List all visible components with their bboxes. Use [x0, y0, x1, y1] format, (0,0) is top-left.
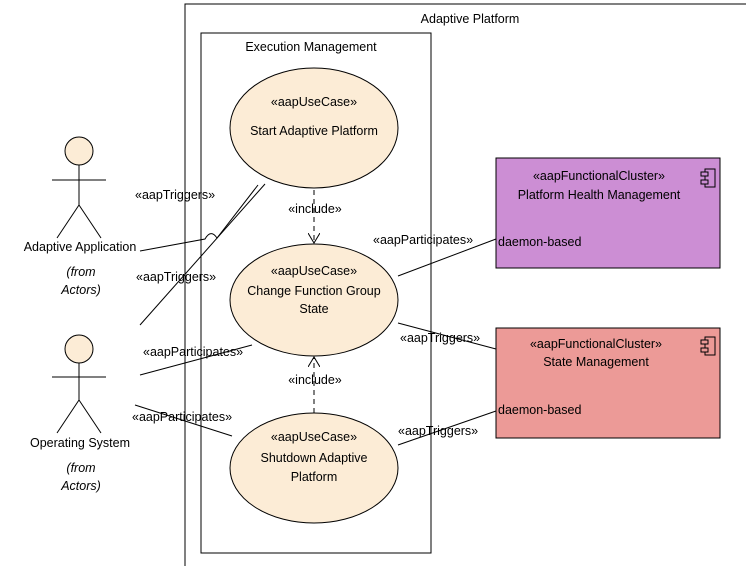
sm-triggers-label-1: «aapTriggers»	[400, 331, 480, 345]
use-case-shutdown-label-1: Shutdown Adaptive	[260, 451, 367, 465]
include-label-2: «include»	[288, 373, 342, 387]
sm-triggers-line-1	[397, 322, 497, 350]
use-case-change-stereotype: «aapUseCase»	[271, 264, 357, 278]
component-sm-property: daemon-based	[498, 403, 581, 417]
os-triggers-line	[139, 183, 266, 326]
component-phm-property: daemon-based	[498, 235, 581, 249]
use-case-change-label-2: State	[299, 302, 328, 316]
component-phm-name: Platform Health Management	[518, 188, 681, 202]
subsystem-label: Execution Management	[245, 40, 377, 54]
use-case-change-label-1: Change Function Group	[247, 284, 380, 298]
os-participates-line-1	[139, 344, 253, 376]
include-label-1: «include»	[288, 202, 342, 216]
component-state-management[interactable]: «aapFunctionalCluster» State Management …	[495, 327, 721, 439]
connectors	[134, 183, 497, 446]
component-icon	[700, 168, 716, 188]
actor-adaptive-application[interactable]: Adaptive Application (from Actors)	[24, 136, 137, 297]
sm-triggers-line-2	[397, 410, 497, 446]
os-participates-line-2	[134, 404, 233, 437]
phm-participates-line	[397, 238, 497, 277]
component-phm-box	[495, 157, 721, 269]
system-boundary: Adaptive Platform	[184, 3, 746, 566]
use-case-start[interactable]: «aapUseCase» Start Adaptive Platform	[229, 67, 399, 189]
use-case-shutdown-label-2: Platform	[291, 470, 338, 484]
component-sm-name: State Management	[543, 355, 649, 369]
subsystem-boundary: Execution Management	[200, 32, 432, 554]
actor-head-icon	[64, 136, 94, 166]
actor-operating-system-from: (from	[66, 461, 95, 475]
actor-operating-system[interactable]: Operating System (from Actors)	[30, 334, 130, 493]
actor-head-icon	[64, 334, 94, 364]
component-sm-box	[495, 327, 721, 439]
os-triggers-label: «aapTriggers»	[136, 270, 216, 284]
aa-triggers-label: «aapTriggers»	[135, 188, 215, 202]
component-platform-health-management[interactable]: «aapFunctionalCluster» Platform Health M…	[495, 157, 721, 269]
use-case-start-stereotype: «aapUseCase»	[271, 95, 357, 109]
component-phm-stereotype: «aapFunctionalCluster»	[533, 169, 665, 183]
relation-labels: «include» «include» «aapTriggers» «aapTr…	[132, 188, 480, 438]
os-participates-label-1: «aapParticipates»	[143, 345, 243, 359]
phm-participates-label: «aapParticipates»	[373, 233, 473, 247]
use-case-shutdown[interactable]: «aapUseCase» Shutdown Adaptive Platform	[229, 412, 399, 524]
component-icon	[700, 336, 716, 356]
actor-adaptive-application-from: (from	[66, 265, 95, 279]
use-case-start-label: Start Adaptive Platform	[250, 124, 378, 138]
use-case-change-function-group-state[interactable]: «aapUseCase» Change Function Group State	[229, 243, 399, 357]
actor-adaptive-application-name: Adaptive Application	[24, 240, 137, 254]
actor-adaptive-application-package: Actors)	[60, 283, 101, 297]
use-case-shutdown-stereotype: «aapUseCase»	[271, 430, 357, 444]
system-boundary-label: Adaptive Platform	[421, 12, 520, 26]
actor-operating-system-name: Operating System	[30, 436, 130, 450]
sm-triggers-label-2: «aapTriggers»	[398, 424, 478, 438]
os-participates-label-2: «aapParticipates»	[132, 410, 232, 424]
component-sm-stereotype: «aapFunctionalCluster»	[530, 337, 662, 351]
actor-operating-system-package: Actors)	[60, 479, 101, 493]
